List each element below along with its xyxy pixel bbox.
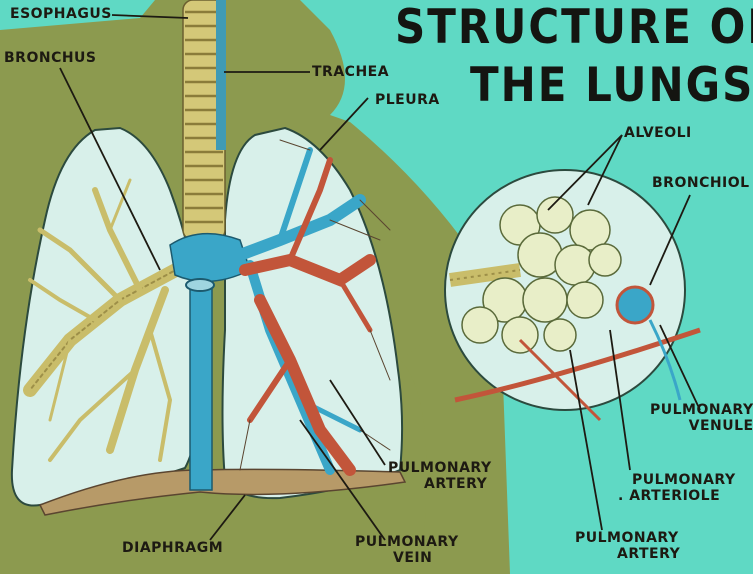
label-pulmonary-artery-detail-line-2: ARTERY <box>575 546 680 562</box>
label-bronchiole: BRONCHIOL <box>652 175 750 191</box>
label-pulmonary-artery: PULMONARY ARTERY <box>388 460 492 492</box>
label-pulmonary-vein: PULMONARY VEIN <box>355 534 459 566</box>
esophagus-tube <box>216 0 226 150</box>
label-pulmonary-vein-line-2: VEIN <box>355 550 459 566</box>
label-pulmonary-artery-detail-line-1: PULMONARY <box>575 530 680 546</box>
label-pulmonary-arteriole-line-1: PULMONARY <box>618 472 736 488</box>
label-pulmonary-venule-line-1: PULMONARY <box>650 402 753 418</box>
label-pleura: PLEURA <box>375 92 440 108</box>
label-pulmonary-artery-line-1: PULMONARY <box>388 460 492 476</box>
label-alveoli: ALVEOLI <box>624 125 692 141</box>
label-pulmonary-artery-line-2: ARTERY <box>388 476 492 492</box>
label-esophagus: ESOPHAGUS <box>10 6 112 22</box>
label-pulmonary-venule-line-2: VENULE <box>650 418 753 434</box>
label-pulmonary-venule: PULMONARY VENULE <box>650 402 753 434</box>
page-title-line-2: THE LUNGS <box>470 62 753 109</box>
label-pulmonary-arteriole: PULMONARY . ARTERIOLE <box>618 472 736 504</box>
page-title-line-1: STRUCTURE OF <box>395 4 753 51</box>
label-trachea: TRACHEA <box>312 64 389 80</box>
label-bronchus: BRONCHUS <box>4 50 97 66</box>
label-pulmonary-arteriole-line-2: . ARTERIOLE <box>618 488 736 504</box>
label-pulmonary-vein-line-1: PULMONARY <box>355 534 459 550</box>
label-pulmonary-artery-detail: PULMONARY ARTERY <box>575 530 680 562</box>
label-diaphragm: DIAPHRAGM <box>122 540 223 556</box>
